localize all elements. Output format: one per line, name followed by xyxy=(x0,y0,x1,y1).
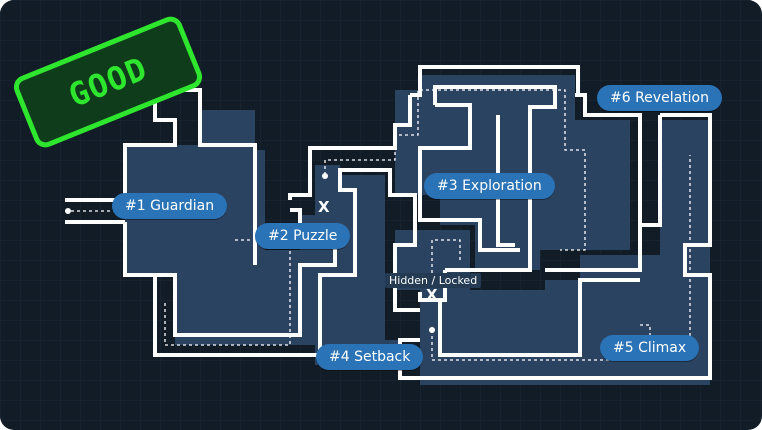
hidden-locked-label: Hidden / Locked xyxy=(385,273,482,288)
room-label-puzzle[interactable]: #2 Puzzle xyxy=(255,223,351,249)
room-label-guardian[interactable]: #1 Guardian xyxy=(112,193,228,219)
puzzle-gate-marker: X xyxy=(318,198,330,216)
room-label-setback[interactable]: #4 Setback xyxy=(316,344,424,370)
route-start-dots xyxy=(65,173,435,333)
room-label-exploration[interactable]: #3 Exploration xyxy=(424,173,555,199)
hidden-door-marker: X xyxy=(426,286,438,304)
room-label-climax[interactable]: #5 Climax xyxy=(600,335,700,361)
room-label-revelation[interactable]: #6 Revelation xyxy=(597,85,722,111)
